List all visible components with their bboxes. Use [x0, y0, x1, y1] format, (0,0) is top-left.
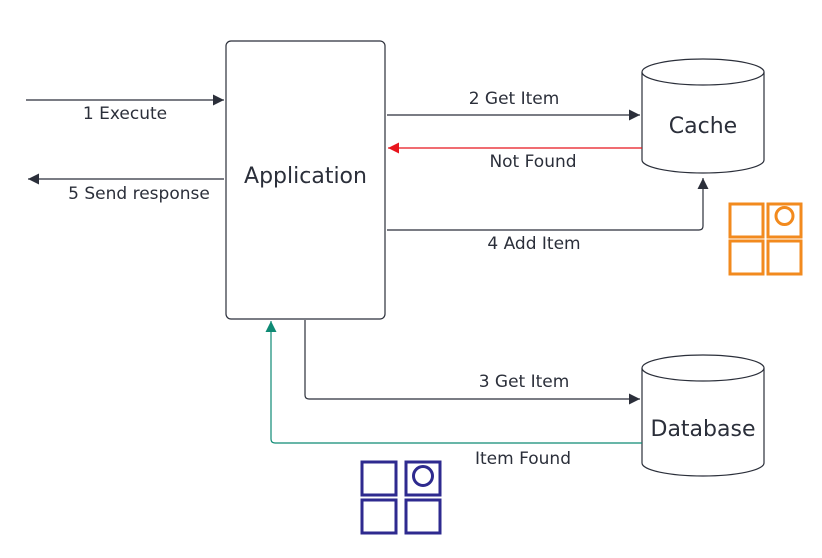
- cache-label: Cache: [669, 114, 737, 139]
- edge-get-item-cache: 2 Get Item: [387, 89, 640, 121]
- edge-add-item: 4 Add Item: [387, 178, 709, 254]
- get-item-cache-label: 2 Get Item: [469, 89, 560, 109]
- edge-send-response: 5 Send response: [28, 173, 224, 204]
- edge-get-item-db: 3 Get Item: [304, 320, 640, 405]
- database-grid-icon: [360, 460, 442, 535]
- database-label: Database: [651, 417, 756, 442]
- database-node: Database: [641, 354, 765, 477]
- application-label: Application: [244, 164, 367, 189]
- not-found-label: Not Found: [489, 152, 576, 172]
- send-response-label: 5 Send response: [68, 184, 210, 204]
- get-item-db-label: 3 Get Item: [479, 372, 570, 392]
- cache-node: Cache: [641, 58, 765, 174]
- edge-execute: 1 Execute: [26, 94, 224, 124]
- application-node: Application: [225, 40, 386, 320]
- cache-grid-icon: [728, 202, 803, 276]
- add-item-label: 4 Add Item: [487, 234, 580, 254]
- edge-not-found: Not Found: [388, 142, 642, 172]
- item-found-label: Item Found: [475, 449, 571, 469]
- edge-item-found: Item Found: [265, 321, 642, 469]
- execute-label: 1 Execute: [83, 104, 167, 124]
